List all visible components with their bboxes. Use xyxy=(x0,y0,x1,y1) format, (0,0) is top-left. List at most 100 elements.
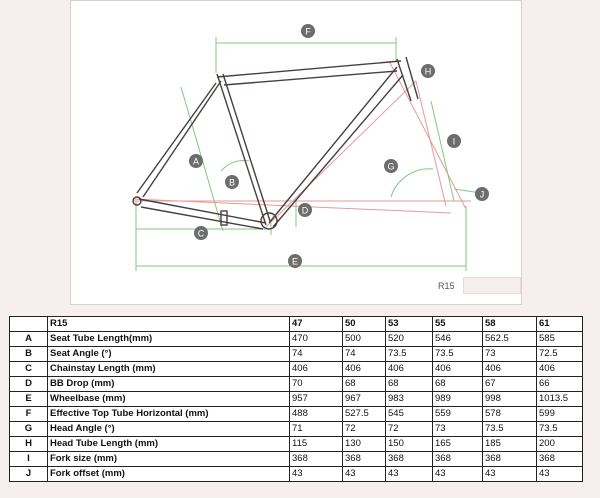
row-value: 150 xyxy=(385,436,433,452)
row-value: 368 xyxy=(342,451,386,467)
row-value: 43 xyxy=(289,466,343,482)
marker-h xyxy=(421,64,435,78)
row-value: 406 xyxy=(342,361,386,377)
row-letter: C xyxy=(9,361,48,377)
row-value: 200 xyxy=(536,436,583,452)
row-value: 488 xyxy=(289,406,343,422)
marker-b xyxy=(225,175,239,189)
marker-h-label: H xyxy=(425,67,432,77)
row-value: 546 xyxy=(432,331,483,347)
row-value: 578 xyxy=(482,406,537,422)
row-value: 73 xyxy=(432,421,483,437)
row-label: Effective Top Tube Horizontal (mm) xyxy=(47,406,290,422)
row-label: Fork offset (mm) xyxy=(47,466,290,482)
red-reference-lines xyxy=(132,60,471,228)
row-value: 68 xyxy=(342,376,386,392)
row-value: 368 xyxy=(385,451,433,467)
green-dimension-lines xyxy=(135,37,482,271)
row-value: 967 xyxy=(342,391,386,407)
marker-j-label: J xyxy=(480,190,485,200)
header-cell: 50 xyxy=(342,316,386,332)
row-value: 185 xyxy=(482,436,537,452)
marker-e-label: E xyxy=(292,257,298,267)
row-value: 562.5 xyxy=(482,331,537,347)
frame-tubes xyxy=(132,56,419,230)
marker-d xyxy=(298,203,312,217)
row-letter: I xyxy=(9,451,48,467)
marker-c xyxy=(194,226,208,240)
row-value: 368 xyxy=(289,451,343,467)
row-value: 43 xyxy=(342,466,386,482)
row-value: 520 xyxy=(385,331,433,347)
marker-i xyxy=(447,134,461,148)
row-value: 73.5 xyxy=(482,421,537,437)
row-letter: G xyxy=(9,421,48,437)
row-value: 406 xyxy=(289,361,343,377)
row-letter: H xyxy=(9,436,48,452)
marker-i-label: I xyxy=(453,137,456,147)
dimension-markers: F H I A B G J D C E xyxy=(189,24,489,268)
header-cell: 61 xyxy=(536,316,583,332)
frame-geometry-diagram: F H I A B G J D C E R15 xyxy=(70,0,522,305)
header-cell xyxy=(9,316,48,332)
row-value: 72 xyxy=(342,421,386,437)
marker-f xyxy=(301,24,315,38)
row-value: 559 xyxy=(432,406,483,422)
row-value: 585 xyxy=(536,331,583,347)
row-value: 43 xyxy=(385,466,433,482)
row-value: 500 xyxy=(342,331,386,347)
row-letter: D xyxy=(9,376,48,392)
row-value: 368 xyxy=(432,451,483,467)
row-value: 130 xyxy=(342,436,386,452)
row-value: 67 xyxy=(482,376,537,392)
row-value: 43 xyxy=(536,466,583,482)
marker-b-label: B xyxy=(229,178,235,188)
row-value: 43 xyxy=(432,466,483,482)
row-value: 73.5 xyxy=(432,346,483,362)
row-value: 406 xyxy=(536,361,583,377)
row-label: Seat Angle (°) xyxy=(47,346,290,362)
header-cell: 58 xyxy=(482,316,537,332)
marker-j xyxy=(475,187,489,201)
row-label: Head Angle (°) xyxy=(47,421,290,437)
marker-g xyxy=(384,159,398,173)
row-value: 66 xyxy=(536,376,583,392)
row-value: 73.5 xyxy=(536,421,583,437)
row-value: 368 xyxy=(536,451,583,467)
row-value: 71 xyxy=(289,421,343,437)
row-letter: B xyxy=(9,346,48,362)
row-letter: F xyxy=(9,406,48,422)
row-value: 599 xyxy=(536,406,583,422)
header-cell: 55 xyxy=(432,316,483,332)
row-label: Fork size (mm) xyxy=(47,451,290,467)
header-cell: R15 xyxy=(47,316,290,332)
marker-d-label: D xyxy=(302,206,309,216)
row-value: 72.5 xyxy=(536,346,583,362)
row-value: 989 xyxy=(432,391,483,407)
row-label: Seat Tube Length(mm) xyxy=(47,331,290,347)
row-value: 470 xyxy=(289,331,343,347)
row-value: 70 xyxy=(289,376,343,392)
row-value: 406 xyxy=(385,361,433,377)
frame-drawing: F H I A B G J D C E xyxy=(132,24,489,271)
row-value: 165 xyxy=(432,436,483,452)
diagram-model-tag: R15 xyxy=(438,281,455,291)
row-value: 406 xyxy=(482,361,537,377)
row-value: 74 xyxy=(289,346,343,362)
row-label: Wheelbase (mm) xyxy=(47,391,290,407)
row-value: 43 xyxy=(482,466,537,482)
row-letter: J xyxy=(9,466,48,482)
row-value: 74 xyxy=(342,346,386,362)
marker-c-label: C xyxy=(198,229,205,239)
marker-a-label: A xyxy=(193,157,199,167)
marker-a xyxy=(189,154,203,168)
